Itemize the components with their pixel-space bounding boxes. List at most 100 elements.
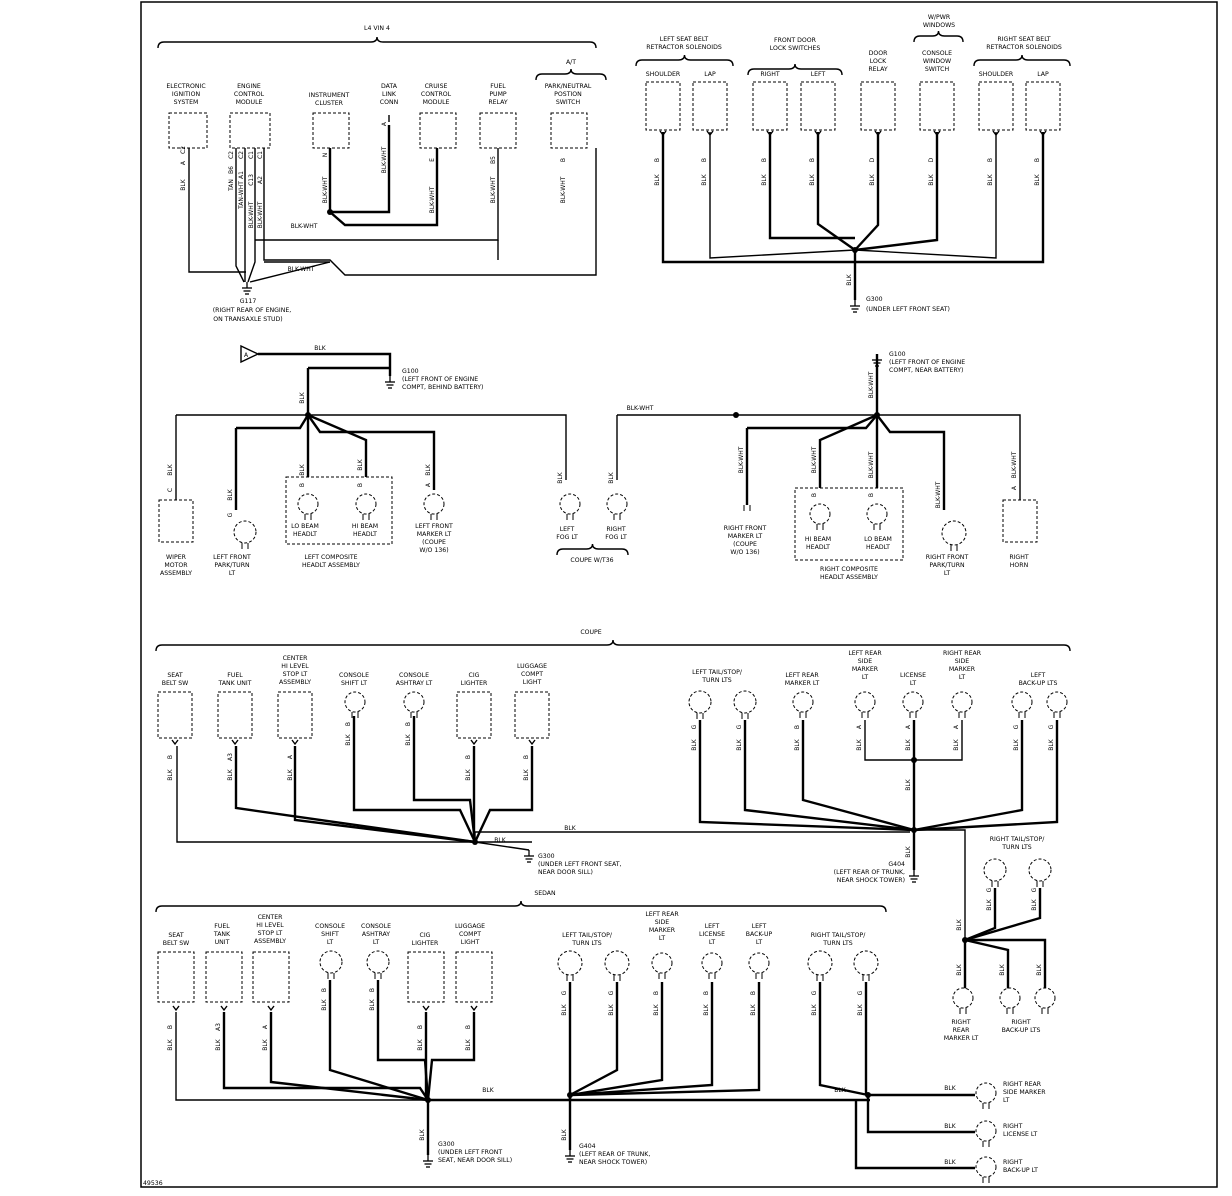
rf-marker-wire [747, 415, 877, 428]
label: RIGHT [1009, 554, 1029, 561]
wire-label: TAN-WHT [238, 181, 245, 210]
bulb-outline [702, 953, 722, 973]
label: LT [327, 939, 334, 946]
wire-label: B [405, 722, 412, 726]
console-wire [855, 132, 937, 250]
solenoid-box-1 [693, 82, 727, 130]
wire-label: BLK [357, 458, 364, 470]
label: (UNDER LEFT FRONT [438, 1149, 502, 1156]
label: MARKER LT [728, 533, 763, 540]
label: RIGHT [1003, 1159, 1023, 1166]
wire-label: G [857, 990, 864, 995]
flag-wire [258, 354, 390, 376]
bulb-outline [976, 1157, 996, 1177]
label: MARKER LT [417, 531, 452, 538]
belt-wire-label: BLK [654, 173, 661, 185]
s-rbackup-bulb [976, 1157, 996, 1183]
connector-arrow [173, 1006, 179, 1010]
bulb-outline [345, 692, 365, 712]
label: CENTER [258, 914, 284, 921]
label: BLK-WHT [288, 266, 315, 273]
label: CIG [469, 672, 480, 679]
label: RIGHT [606, 526, 626, 533]
s-ltail2-wire [570, 982, 617, 1095]
bulb-outline [942, 521, 966, 545]
c-lr-marker [793, 692, 813, 718]
s-rtail1-wire [820, 982, 868, 1095]
label: BLK [944, 1159, 956, 1166]
wire-label: A [180, 160, 187, 165]
label: HI LEVEL [256, 922, 284, 929]
wire-label: N [322, 153, 329, 158]
wire-label: C1 [257, 151, 264, 159]
wire-label: BLK [857, 1003, 864, 1015]
label: W/PWR [928, 14, 951, 21]
label: HORN [1010, 562, 1029, 569]
connector-arrow [221, 1006, 227, 1010]
wire-label: BLK [953, 738, 960, 750]
c-g300-ground [524, 850, 534, 862]
label: DOOR [869, 50, 889, 57]
label: LT [756, 939, 763, 946]
label: G300 [866, 296, 883, 303]
c-lrmarker-wire [803, 720, 914, 830]
c-lbackup2-wire [914, 720, 1057, 830]
wire-label: BLK [215, 1038, 222, 1050]
label: ASSEMBLY [160, 570, 192, 577]
belt-wire-label: BLK [1034, 173, 1041, 185]
wire-label: BLK [956, 963, 963, 975]
s-llicense-wire [570, 982, 712, 1095]
label: G300 [438, 1141, 455, 1148]
wire-label: B6 [228, 166, 235, 174]
s-lbackup-wire [570, 982, 759, 1095]
label: LEFT [1031, 672, 1046, 679]
label: LUGGAGE [455, 923, 485, 930]
wire-label: G [811, 990, 818, 995]
label: (LEFT FRONT OF ENGINE [889, 359, 965, 366]
label: BLK [944, 1085, 956, 1092]
brace-l4vin4 [158, 37, 596, 48]
label: MARKER [852, 666, 879, 673]
label: LEFT FRONT [415, 523, 453, 530]
label: LEFT SEAT BELT [660, 36, 709, 43]
belt-wire-label: BLK [869, 173, 876, 185]
solenoid-box-2 [753, 82, 787, 130]
label: RIGHT SEAT BELT [997, 36, 1050, 43]
wire-label: BLK [956, 918, 963, 930]
label: L4 VIN 4 [364, 25, 390, 32]
ecm-box [230, 113, 270, 148]
wire-label: BLK-WHT [381, 146, 388, 173]
label: BACK-UP [746, 931, 773, 938]
wire-label: BLK [736, 738, 743, 750]
c-rr-marker-bulb [953, 988, 973, 1014]
label: CIG [420, 932, 431, 939]
s-rtail-2 [854, 951, 878, 981]
bulb-outline [560, 494, 580, 514]
wire-label: BLK [986, 898, 993, 910]
c-ltail2-wire [745, 720, 914, 830]
label: PARK/NEUTRAL [545, 83, 592, 90]
label: RETRACTOR SOLENOIDS [646, 44, 722, 51]
g100-left-ground [385, 376, 395, 388]
wire-label: B [653, 991, 660, 995]
wire-label: B [750, 991, 757, 995]
wire-label: A [953, 724, 960, 729]
label: REAR [953, 1027, 970, 1034]
wire-label: B [321, 988, 328, 992]
s-l-license [702, 953, 722, 979]
label: LEFT [705, 923, 720, 930]
wire-label: G [608, 990, 615, 995]
wire-label: BLK [794, 738, 801, 750]
wire-label: BLK-WHT [811, 446, 818, 473]
wire-label: BLK [557, 471, 564, 483]
label: LT [1003, 1097, 1010, 1104]
wire-label: B [703, 991, 710, 995]
connector-arrow [292, 740, 298, 744]
right-fog-bulb [607, 494, 627, 520]
c-rtail2-wire [965, 888, 1040, 940]
label: FRONT DOOR [774, 37, 817, 44]
splice-coupe-marker [911, 757, 917, 763]
label: LAP [1037, 71, 1049, 78]
splice-coupe-rtail [962, 937, 968, 943]
label: LUGGAGE [517, 663, 547, 670]
